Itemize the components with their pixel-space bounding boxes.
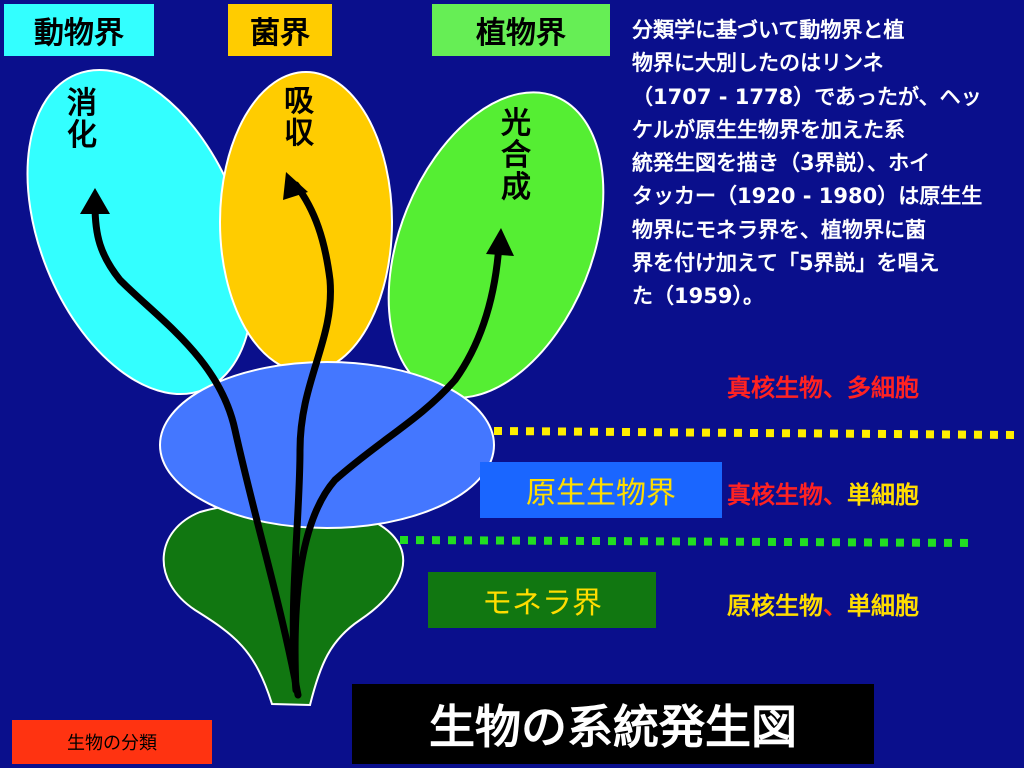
description-text: 分類学に基づいて動物界と植 物界に大別したのはリンネ （1707 - 1778）… bbox=[632, 14, 1017, 314]
monera-region bbox=[162, 501, 405, 707]
nutrition-fungi-label: 吸収 bbox=[284, 84, 314, 151]
description-line: 分類学に基づいて動物界と植 bbox=[632, 18, 905, 42]
arrowhead-plant bbox=[486, 228, 514, 256]
description-line: ケルが原生生物界を加えた系 bbox=[632, 117, 905, 142]
description-line: （1707 - 1778）であったが、ヘッ bbox=[632, 84, 982, 109]
description-line: 物界に大別したのはリンネ bbox=[632, 51, 884, 76]
cell-type-eukaryote-multicellular: 真核生物、多細胞 bbox=[727, 374, 919, 402]
description-line: 界を付け加えて「5界説」を唱え bbox=[632, 251, 940, 276]
nutrition-animal-label: 消化 bbox=[67, 86, 97, 153]
cell-type-prokaryote-unicellular: 原核生物、単細胞 bbox=[727, 592, 919, 620]
slide-title: 生物の系統発生図 bbox=[352, 684, 874, 764]
description-line: 統発生図を描き（3界説）、ホイ bbox=[632, 151, 931, 176]
arrow-to-animal bbox=[91, 201, 302, 699]
kingdom-protist-label: 原生生物界 bbox=[480, 462, 722, 518]
description-line: た（1959）。 bbox=[632, 284, 764, 309]
arrow-to-fungi bbox=[289, 181, 334, 694]
arrowhead-animal bbox=[80, 188, 110, 214]
arrow-to-plant bbox=[291, 241, 503, 694]
kingdom-fungi-label: 菌界 bbox=[228, 4, 332, 56]
section-tag: 生物の分類 bbox=[12, 720, 212, 764]
kingdom-monera-label: モネラ界 bbox=[428, 572, 656, 628]
arrowhead-fungi bbox=[283, 172, 308, 200]
kingdom-animal-label: 動物界 bbox=[4, 4, 154, 56]
kingdom-plant-label: 植物界 bbox=[432, 4, 610, 56]
dotted-line-lower bbox=[399, 536, 976, 547]
description-line: 物界にモネラ界を、植物界に菌 bbox=[632, 217, 926, 242]
protist-region bbox=[159, 361, 495, 529]
dotted-line-upper bbox=[493, 427, 1021, 439]
cell-type-eukaryote-unicellular: 真核生物、単細胞 bbox=[727, 481, 919, 509]
description-line: タッカー（1920 - 1980）は原生生 bbox=[632, 184, 983, 209]
nutrition-plant-label: 光合成 bbox=[501, 106, 531, 205]
